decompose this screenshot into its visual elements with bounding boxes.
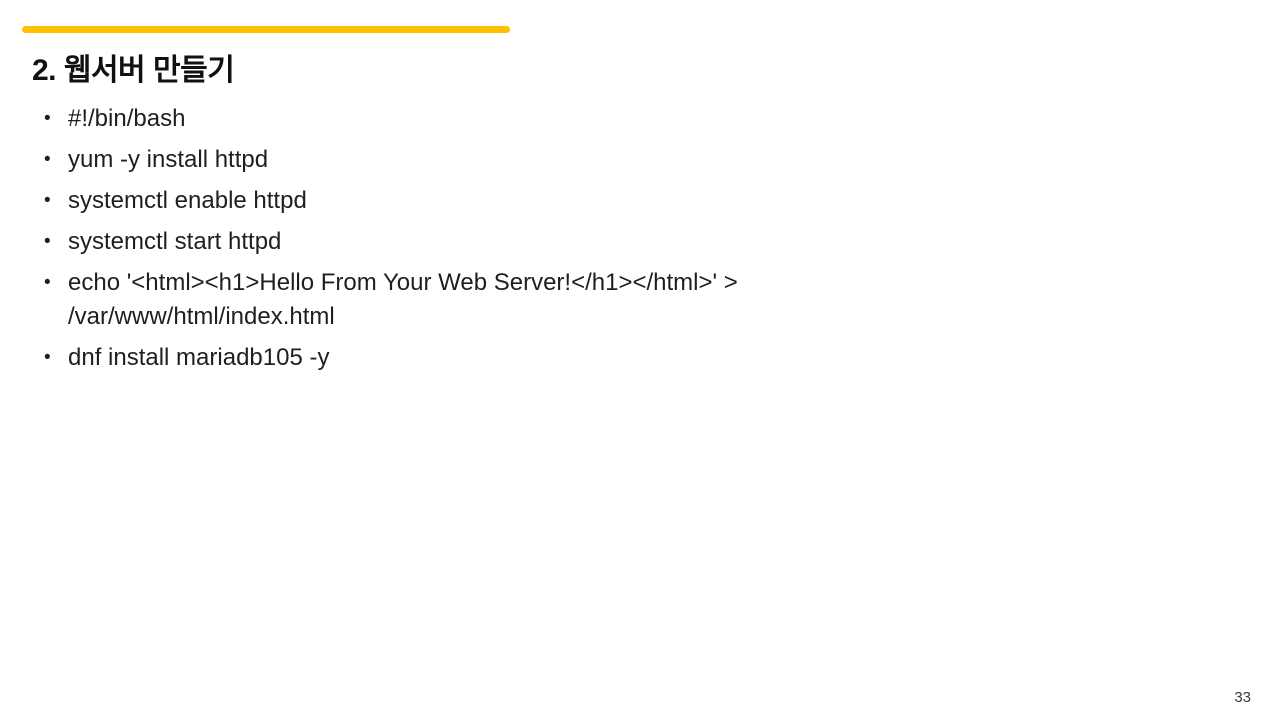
- list-item: • yum -y install httpd: [44, 143, 944, 177]
- bullet-text: yum -y install httpd: [68, 146, 269, 173]
- title-accent-bar: [22, 26, 510, 33]
- bullet-dot-icon: •: [44, 347, 51, 368]
- list-item: • dnf install mariadb105 -y: [44, 341, 944, 375]
- bullet-dot-icon: •: [44, 190, 51, 211]
- slide-title: 2. 웹서버 만들기: [32, 54, 235, 87]
- list-item: • #!/bin/bash: [44, 102, 944, 136]
- bullet-list: • #!/bin/bash • yum -y install httpd • s…: [44, 102, 944, 382]
- page-number: 33: [1234, 689, 1251, 706]
- bullet-text: echo '<html><h1>Hello From Your Web Serv…: [68, 269, 738, 330]
- bullet-dot-icon: •: [44, 149, 51, 170]
- bullet-dot-icon: •: [44, 108, 51, 129]
- list-item: • systemctl start httpd: [44, 225, 944, 259]
- bullet-text: #!/bin/bash: [68, 105, 186, 132]
- list-item: • echo '<html><h1>Hello From Your Web Se…: [44, 266, 944, 334]
- bullet-dot-icon: •: [44, 272, 51, 293]
- bullet-text: systemctl start httpd: [68, 228, 282, 255]
- bullet-dot-icon: •: [44, 231, 51, 252]
- list-item: • systemctl enable httpd: [44, 184, 944, 218]
- bullet-text: dnf install mariadb105 -y: [68, 344, 330, 371]
- bullet-text: systemctl enable httpd: [68, 187, 307, 214]
